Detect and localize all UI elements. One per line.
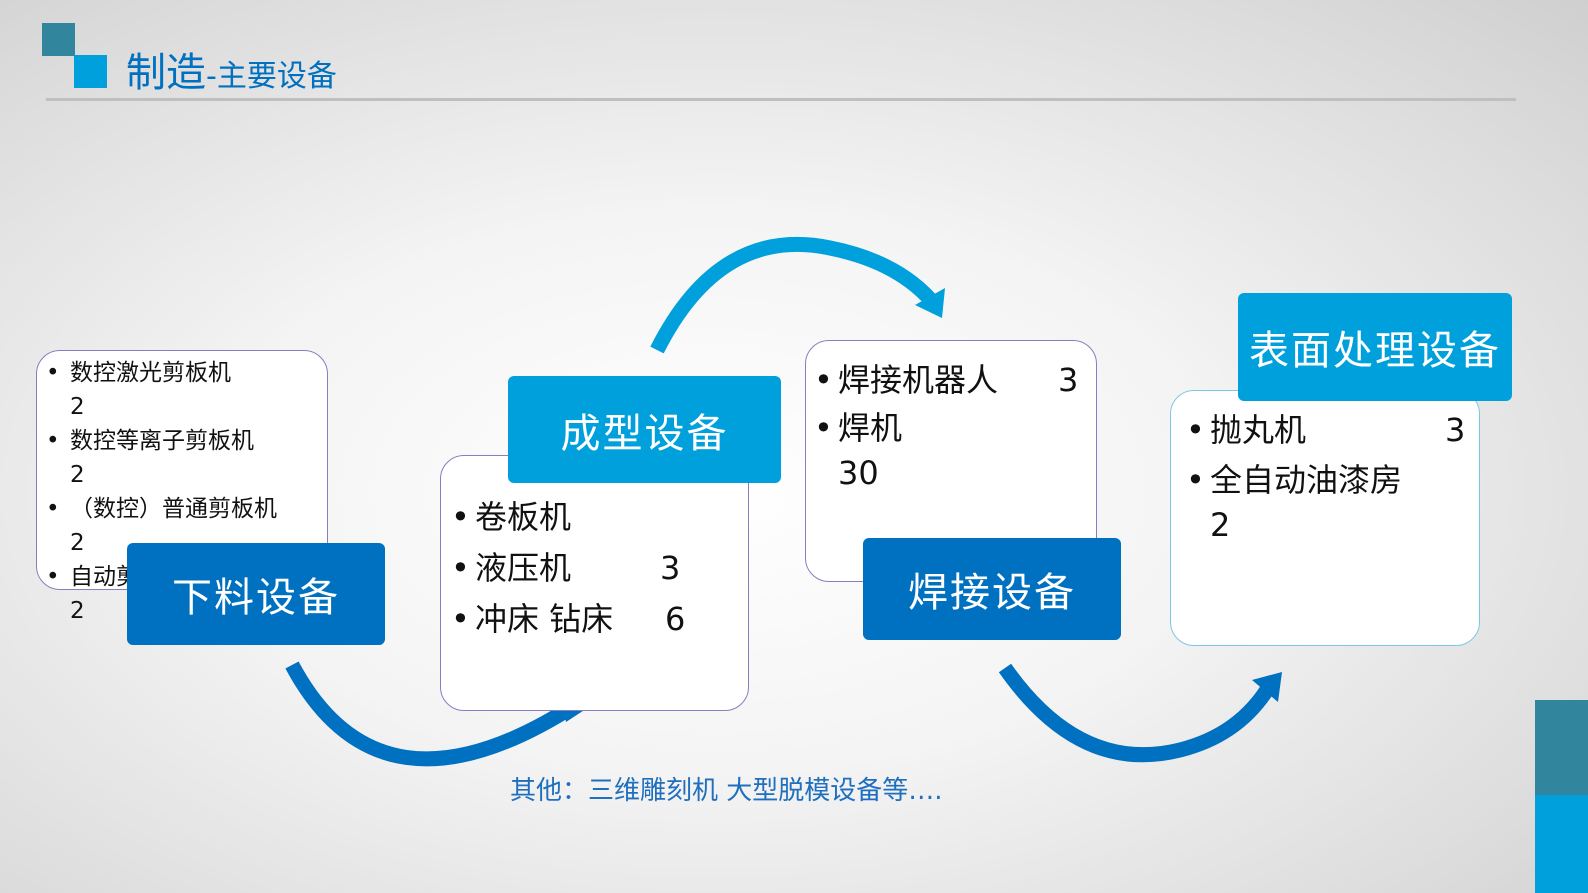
item-name: 焊接机器人 bbox=[838, 361, 999, 399]
list-item: （数控）普通剪板机 2 bbox=[40, 492, 330, 560]
item-qty: 30 bbox=[838, 454, 879, 492]
arrow-head-3 bbox=[1252, 672, 1282, 702]
page-title: 制造-主要设备 bbox=[126, 40, 337, 98]
list-item: 焊接机器人 3 bbox=[808, 356, 1083, 404]
list-item: 数控激光剪板机 2 bbox=[40, 356, 330, 424]
arrow-head-2 bbox=[915, 288, 945, 318]
surface-treatment-label: 表面处理设备 bbox=[1238, 293, 1512, 401]
item-name: 抛丸机 bbox=[1210, 411, 1307, 449]
list-item: 数控等离子剪板机 2 bbox=[40, 424, 330, 492]
item-name: 卷板机 bbox=[475, 498, 572, 536]
item-name: 全自动油漆房 bbox=[1210, 461, 1403, 499]
item-name: 液压机 bbox=[475, 549, 572, 587]
cutting-equipment-label: 下料设备 bbox=[127, 543, 385, 645]
list-item: 抛丸机 3 bbox=[1180, 405, 1470, 455]
item-qty: 2 bbox=[70, 462, 85, 488]
list-item: 全自动油漆房 2 bbox=[1180, 455, 1470, 545]
item-qty: 2 bbox=[70, 598, 85, 624]
item-name: 冲床 钻床 bbox=[475, 600, 614, 638]
arrow-curve-3 bbox=[998, 663, 1277, 763]
list-item: 焊机 30 bbox=[808, 404, 1083, 494]
footer-note: 其他：三维雕刻机 大型脱模设备等…. bbox=[510, 776, 943, 806]
title-divider bbox=[46, 98, 1516, 101]
arrow-curve-1 bbox=[285, 661, 580, 767]
item-qty: 3 bbox=[1058, 361, 1079, 399]
welding-equipment-list: 焊接机器人 3 焊机 30 bbox=[808, 356, 1083, 494]
forming-equipment-list: 卷板机 液压机 3 冲床 钻床 6 bbox=[445, 492, 735, 645]
item-qty: 3 bbox=[660, 549, 681, 587]
title-sub: -主要设备 bbox=[206, 59, 337, 94]
side-accent-dark bbox=[1535, 700, 1588, 795]
surface-treatment-list: 抛丸机 3 全自动油漆房 2 bbox=[1180, 405, 1470, 545]
item-name: 数控激光剪板机 bbox=[70, 360, 231, 386]
item-qty: 6 bbox=[665, 600, 686, 638]
item-qty: 2 bbox=[1210, 506, 1231, 544]
item-qty: 2 bbox=[70, 530, 85, 556]
welding-equipment-label: 焊接设备 bbox=[863, 538, 1121, 640]
logo-square-light bbox=[74, 55, 107, 88]
side-accent-light bbox=[1535, 795, 1588, 893]
item-qty: 3 bbox=[1445, 411, 1466, 449]
item-qty: 2 bbox=[70, 394, 85, 420]
logo-square-dark bbox=[42, 23, 75, 56]
item-name: 焊机 bbox=[838, 409, 903, 447]
item-name: （数控）普通剪板机 bbox=[70, 496, 277, 522]
title-main: 制造 bbox=[126, 50, 206, 96]
forming-equipment-label: 成型设备 bbox=[508, 376, 781, 483]
list-item: 液压机 3 bbox=[445, 543, 735, 594]
list-item: 卷板机 bbox=[445, 492, 735, 543]
item-name: 数控等离子剪板机 bbox=[70, 428, 254, 454]
list-item: 冲床 钻床 6 bbox=[445, 594, 735, 645]
arrow-curve-2 bbox=[650, 237, 941, 354]
